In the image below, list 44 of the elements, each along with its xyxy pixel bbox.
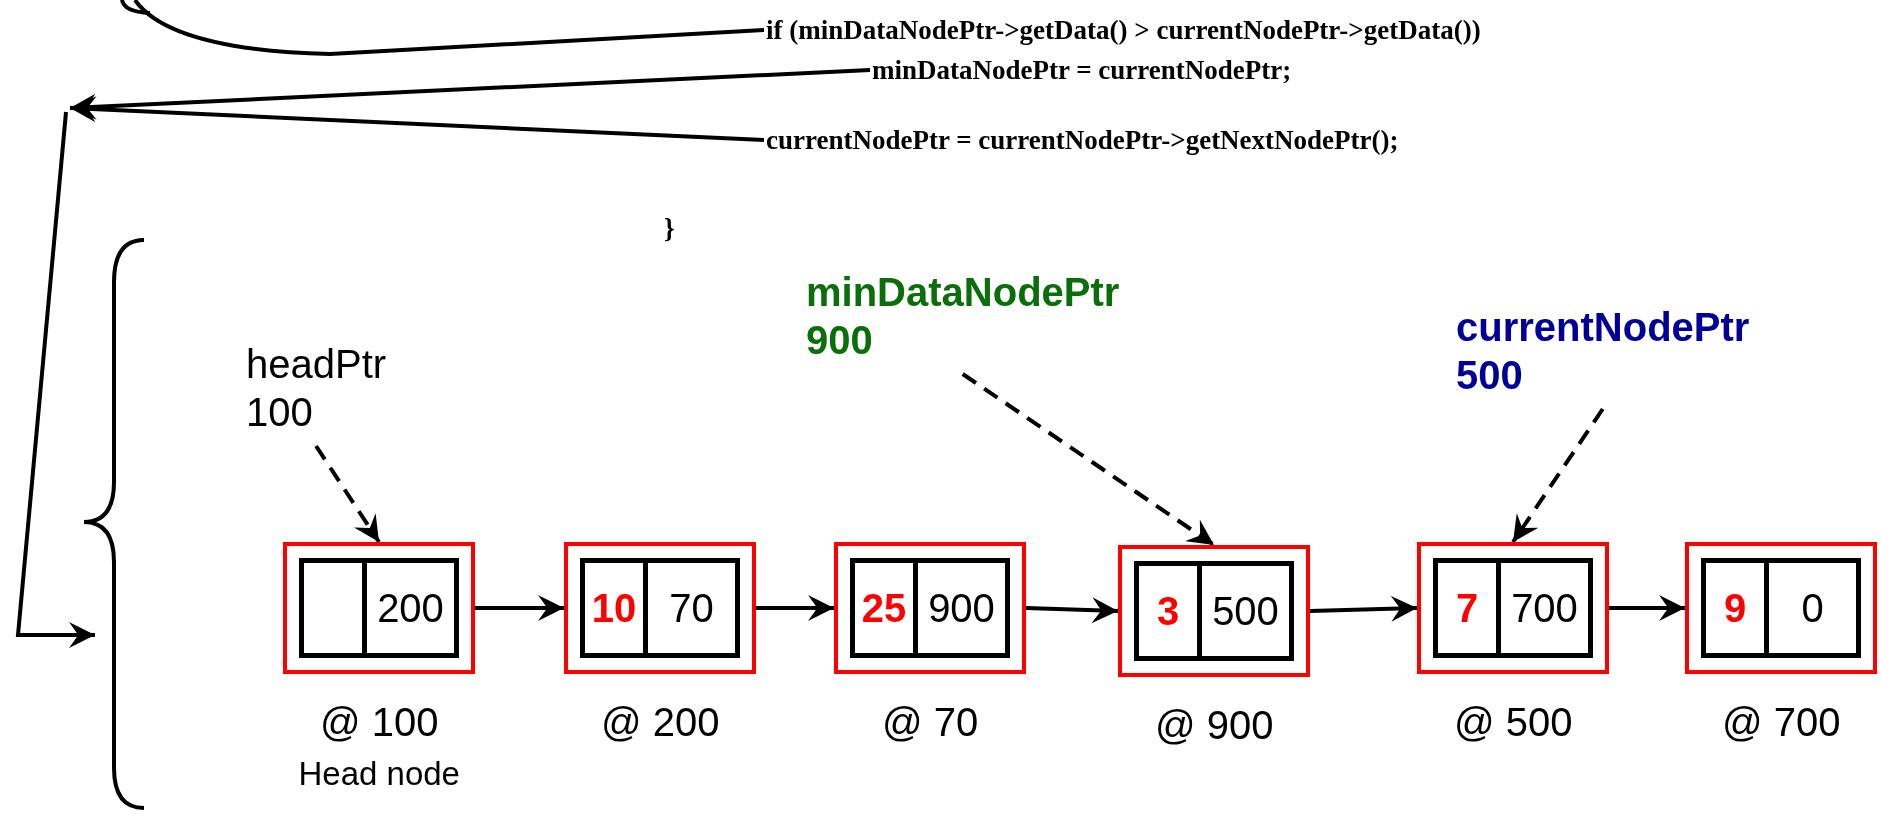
code-line: currentNodePtr = currentNodePtr->getNextNodePtr(); [766, 124, 1399, 156]
code-line: minDataNodePtr = currentNodePtr; [872, 54, 1292, 86]
arrow [1609, 595, 1685, 621]
next-pointer-field: 700 [1501, 563, 1588, 653]
list-node [1417, 542, 1609, 674]
address-label: @ 500 [1454, 700, 1573, 744]
list-node [1685, 542, 1877, 674]
code-line: if (minDataNodePtr->getData() > currentNodePtr->getData()) [766, 14, 1481, 46]
node-caption: Head node [298, 754, 460, 794]
next-pointer-field: 70 [648, 563, 735, 653]
address-label: @ 900 [1155, 703, 1274, 747]
list-node [1118, 545, 1310, 677]
address-label: @ 700 [1722, 700, 1841, 744]
list-node [283, 542, 475, 674]
data-field: 10 [585, 563, 648, 653]
next-pointer-field: 500 [1202, 566, 1289, 656]
variable-name: headPtr [246, 341, 387, 388]
variable-name: minDataNodePtr [806, 269, 1120, 316]
connector-line [133, 0, 765, 56]
arrow [69, 96, 765, 142]
pointer-value: 100 [246, 389, 313, 436]
next-pointer-field: 900 [918, 563, 1005, 653]
pointer-value: 500 [1456, 352, 1523, 399]
next-pointer-field: 0 [1769, 563, 1856, 653]
dashed-arrow [961, 372, 1216, 547]
address-label: @ 200 [601, 700, 720, 744]
data-field: 25 [855, 563, 918, 653]
arrow [475, 595, 564, 621]
data-field: 7 [1438, 563, 1501, 653]
arrow [1025, 597, 1119, 624]
variable-name: currentNodePtr [1456, 304, 1750, 351]
data-field: 9 [1706, 563, 1769, 653]
address-label: @ 100 [320, 700, 439, 744]
pointer-value: 900 [806, 317, 873, 364]
arrow [756, 595, 834, 621]
data-field: 3 [1139, 566, 1202, 656]
address-label: @ 70 [882, 700, 979, 744]
next-pointer-field: 200 [367, 563, 454, 653]
dashed-arrow [314, 444, 381, 544]
list-node [834, 542, 1026, 674]
code-line: } [664, 212, 675, 244]
dashed-arrow [1511, 407, 1605, 544]
arrow [1309, 595, 1418, 622]
list-node [564, 542, 756, 674]
